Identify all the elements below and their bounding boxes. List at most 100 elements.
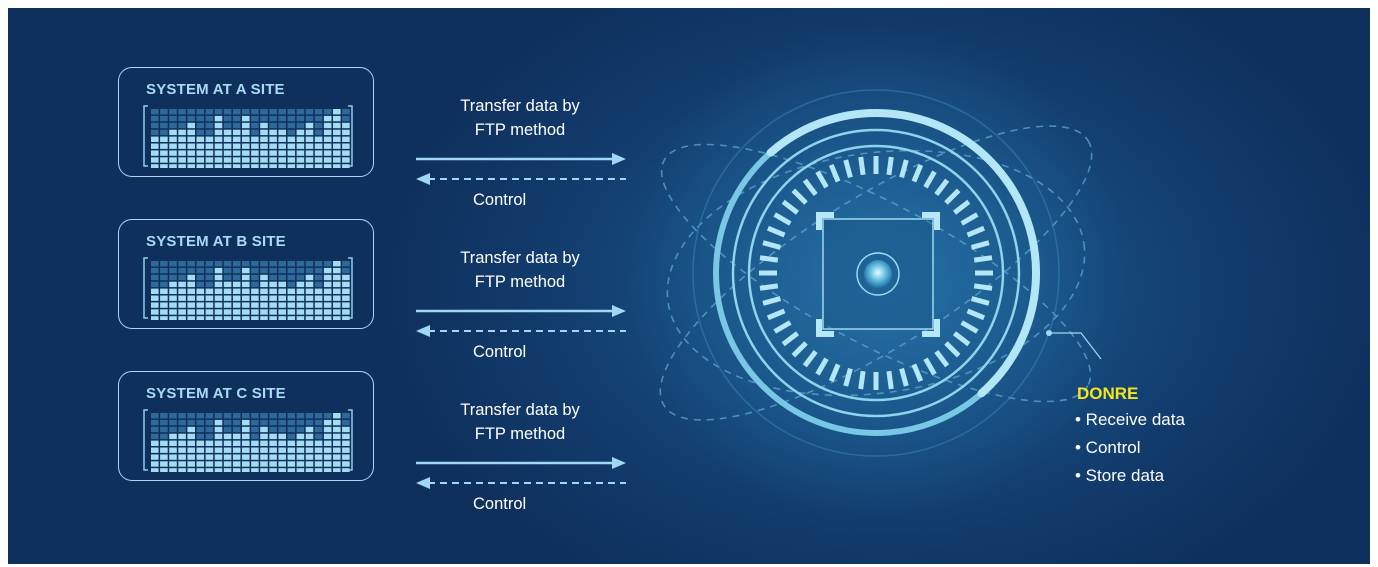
signal-bar-cell bbox=[260, 267, 268, 274]
signal-bar-cell bbox=[305, 157, 314, 163]
signal-bar-cell bbox=[296, 109, 305, 115]
signal-bar-cell bbox=[187, 454, 195, 460]
signal-bar-cell bbox=[214, 115, 223, 122]
signal-bar-cell bbox=[333, 433, 341, 440]
signal-bar-cell bbox=[232, 426, 241, 433]
hub-tick bbox=[781, 199, 800, 215]
signal-bar-cell bbox=[196, 109, 205, 115]
signal-bar-cell bbox=[251, 468, 259, 472]
signal-bar-cell bbox=[187, 150, 195, 156]
signal-bar-cell bbox=[278, 109, 286, 115]
signal-bar-cell bbox=[278, 274, 286, 281]
signal-bar-cell bbox=[333, 129, 341, 136]
signal-bar-cell bbox=[169, 164, 177, 168]
signal-bar-cell bbox=[342, 461, 350, 467]
signal-bar-cell bbox=[151, 426, 159, 433]
signal-bar-cell bbox=[278, 468, 286, 472]
signal-bar-cell bbox=[323, 440, 332, 446]
signal-bar-cell bbox=[333, 440, 341, 446]
signal-bar-cell bbox=[196, 447, 205, 453]
signal-bar-cell bbox=[160, 157, 168, 163]
orbit-lines bbox=[659, 125, 1093, 421]
signal-bar-cell bbox=[251, 136, 259, 142]
signal-bar-cell bbox=[342, 164, 350, 168]
signal-bar-cell bbox=[260, 274, 268, 281]
signal-bar-cell bbox=[160, 267, 168, 274]
signal-bar-cell bbox=[278, 136, 286, 142]
hub-tick bbox=[843, 159, 853, 179]
signal-bar-cell bbox=[214, 440, 223, 446]
signal-bar-bracket bbox=[143, 257, 353, 319]
signal-bar-cell bbox=[251, 433, 259, 440]
signal-bar-cell bbox=[232, 136, 241, 142]
signal-bar-cell bbox=[287, 281, 296, 288]
signal-bar-cell bbox=[342, 267, 350, 274]
signal-bar-cell bbox=[314, 267, 323, 274]
signal-bar-cell bbox=[278, 150, 286, 156]
signal-bar-cell bbox=[323, 433, 332, 440]
signal-bar-cell bbox=[278, 419, 286, 426]
signal-bar-cell bbox=[151, 115, 159, 122]
signal-bar-bracket bbox=[143, 409, 353, 471]
signal-bar-cell bbox=[251, 115, 259, 122]
signal-bar-cell bbox=[187, 295, 195, 301]
signal-bar-cell bbox=[305, 109, 314, 115]
signal-bar-cell bbox=[251, 309, 259, 315]
signal-bar-cell bbox=[323, 281, 332, 288]
signal-bar-cell bbox=[151, 295, 159, 301]
signal-bar-cell bbox=[323, 115, 332, 122]
transfer-line1-b: Transfer data by bbox=[460, 249, 580, 267]
hub-tick bbox=[843, 367, 853, 387]
signal-bar-cell bbox=[269, 302, 277, 308]
signal-bar-cell bbox=[269, 468, 277, 472]
signal-bar-cell bbox=[269, 447, 277, 453]
signal-bar-cell bbox=[314, 447, 323, 453]
signal-bar-cell bbox=[205, 288, 214, 294]
signal-bar-cell bbox=[187, 440, 195, 446]
signal-bar-cell bbox=[342, 143, 350, 149]
signal-bar-cell bbox=[232, 115, 241, 122]
control-label-a: Control bbox=[473, 191, 527, 209]
signal-bar-cell bbox=[232, 461, 241, 467]
signal-bar-cell bbox=[287, 309, 296, 315]
signal-bar-cell bbox=[242, 115, 250, 122]
signal-bar-cell bbox=[314, 129, 323, 136]
signal-bar-cell bbox=[260, 150, 268, 156]
signal-bar-cell bbox=[269, 129, 277, 136]
hub-tick bbox=[944, 341, 961, 358]
signal-bar-cell bbox=[287, 295, 296, 301]
signal-bar-cell bbox=[251, 447, 259, 453]
hub-tick bbox=[952, 199, 971, 215]
signal-bar-cell bbox=[278, 164, 286, 168]
signal-bar-cell bbox=[169, 419, 177, 426]
signal-bar-cell bbox=[314, 164, 323, 168]
signal-bar-cell bbox=[160, 129, 168, 136]
signal-bar-cell bbox=[232, 164, 241, 168]
signal-bar-cell bbox=[305, 136, 314, 142]
signal-bar-cell bbox=[269, 115, 277, 122]
signal-bar-cell bbox=[323, 109, 332, 115]
signal-bar-cell bbox=[278, 267, 286, 274]
signal-bar-cell bbox=[260, 261, 268, 267]
signal-bar-cell bbox=[342, 413, 350, 419]
signal-bar-cell bbox=[160, 316, 168, 320]
transfer-line2-b: FTP method bbox=[474, 273, 566, 291]
signal-bar-cell bbox=[160, 468, 168, 472]
signal-bar-cell bbox=[178, 115, 186, 122]
signal-bar-cell bbox=[196, 426, 205, 433]
hub-tick bbox=[759, 255, 779, 263]
hub-tick bbox=[970, 240, 990, 250]
hub-tick bbox=[970, 296, 990, 306]
signal-bar-cell bbox=[169, 143, 177, 149]
signal-bar-cell bbox=[342, 316, 350, 320]
signal-bar-cell bbox=[232, 447, 241, 453]
right-arrow-icon bbox=[416, 153, 626, 165]
signal-bar-cell bbox=[251, 261, 259, 267]
signal-bar-cell bbox=[305, 454, 314, 460]
signal-bar-cell bbox=[187, 143, 195, 149]
signal-bar-cell bbox=[160, 433, 168, 440]
right-arrow-icon bbox=[416, 305, 626, 317]
signal-bar-cell bbox=[296, 115, 305, 122]
signal-bar-cell bbox=[260, 419, 268, 426]
signal-bar-cell bbox=[160, 454, 168, 460]
